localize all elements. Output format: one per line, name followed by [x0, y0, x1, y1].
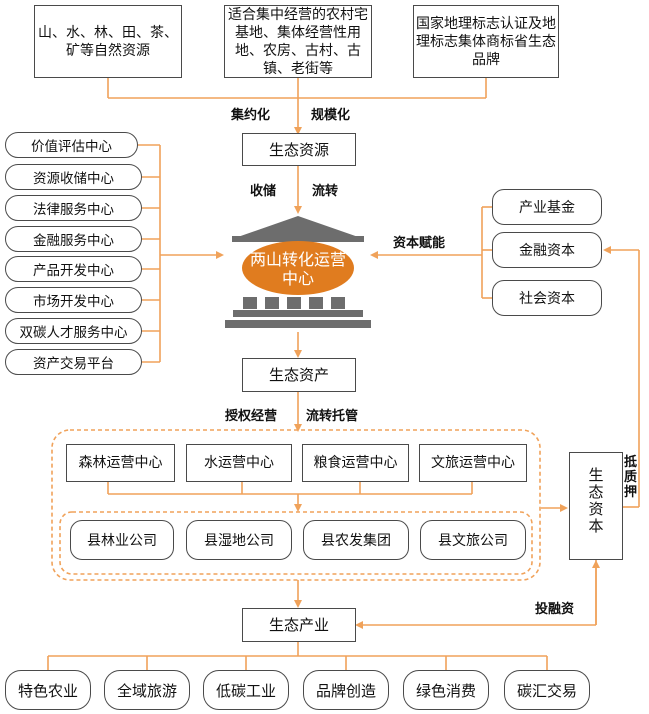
ecological-industry-box: 生态产业 — [242, 608, 356, 642]
ecological-capital-label: 生态资本 — [588, 466, 604, 535]
label-jiyuehua: 集约化 — [231, 108, 271, 123]
industry-low-carbon: 低碳工业 — [203, 670, 289, 710]
op-center-grain: 粮食运营中心 — [302, 444, 409, 482]
industry-brand-creation: 品牌创造 — [303, 670, 389, 710]
op-center-forest: 森林运营中心 — [66, 444, 175, 482]
label-liuzhuan-tuoguan: 流转托管 — [306, 409, 359, 424]
service-asset-trading: 资产交易平台 — [5, 349, 142, 375]
service-value-assessment: 价值评估中心 — [5, 132, 138, 158]
capital-industry-fund: 产业基金 — [492, 189, 602, 225]
company-forestry: 县林业公司 — [70, 520, 174, 560]
op-center-water: 水运营中心 — [186, 444, 292, 482]
industry-specialty-agriculture: 特色农业 — [5, 670, 91, 710]
service-carbon-talent: 双碳人才服务中心 — [5, 318, 142, 344]
op-center-culture-tourism: 文旅运营中心 — [419, 444, 527, 482]
service-market-dev: 市场开发中心 — [5, 287, 142, 313]
source-natural-resources: 山、水、林、田、茶、矿等自然资源 — [34, 5, 182, 78]
label-shouchu: 收储 — [250, 184, 277, 199]
service-financial: 金融服务中心 — [5, 226, 142, 252]
company-culture-tourism: 县文旅公司 — [420, 520, 526, 560]
service-product-dev: 产品开发中心 — [5, 256, 142, 282]
label-tourongzi: 投融资 — [535, 602, 575, 617]
bank-icon — [225, 216, 371, 328]
capital-social: 社会资本 — [492, 280, 602, 316]
industry-all-region-tourism: 全域旅游 — [104, 670, 190, 710]
label-guimohua: 规模化 — [311, 108, 351, 123]
ecological-capital-box — [569, 452, 623, 560]
source-rural-land: 适合集中经营的农村宅基地、集体经营性用地、农房、古村、古镇、老街等 — [224, 5, 372, 78]
label-ziben-funeng: 资本赋能 — [393, 236, 446, 251]
source-geo-brands: 国家地理标志认证及地理标志集体商标省生态品牌 — [413, 5, 559, 78]
label-dizhiya: 抵质押 — [624, 455, 638, 500]
service-resource-storage: 资源收储中心 — [5, 164, 142, 190]
service-legal: 法律服务中心 — [5, 195, 142, 221]
industry-carbon-sink-trading: 碳汇交易 — [504, 670, 590, 710]
capital-financial: 金融资本 — [492, 232, 602, 268]
ecological-resources-box: 生态资源 — [242, 133, 356, 166]
company-wetland: 县湿地公司 — [186, 520, 292, 560]
ecological-assets-box: 生态资产 — [242, 358, 356, 392]
company-agri-dev: 县农发集团 — [303, 520, 409, 560]
center-title: 两山转化运营中心 — [250, 250, 347, 288]
industry-green-consumption: 绿色消费 — [403, 670, 489, 710]
label-liuzhuan: 流转 — [312, 184, 339, 199]
label-shouquan-jingying: 授权经营 — [225, 409, 278, 424]
